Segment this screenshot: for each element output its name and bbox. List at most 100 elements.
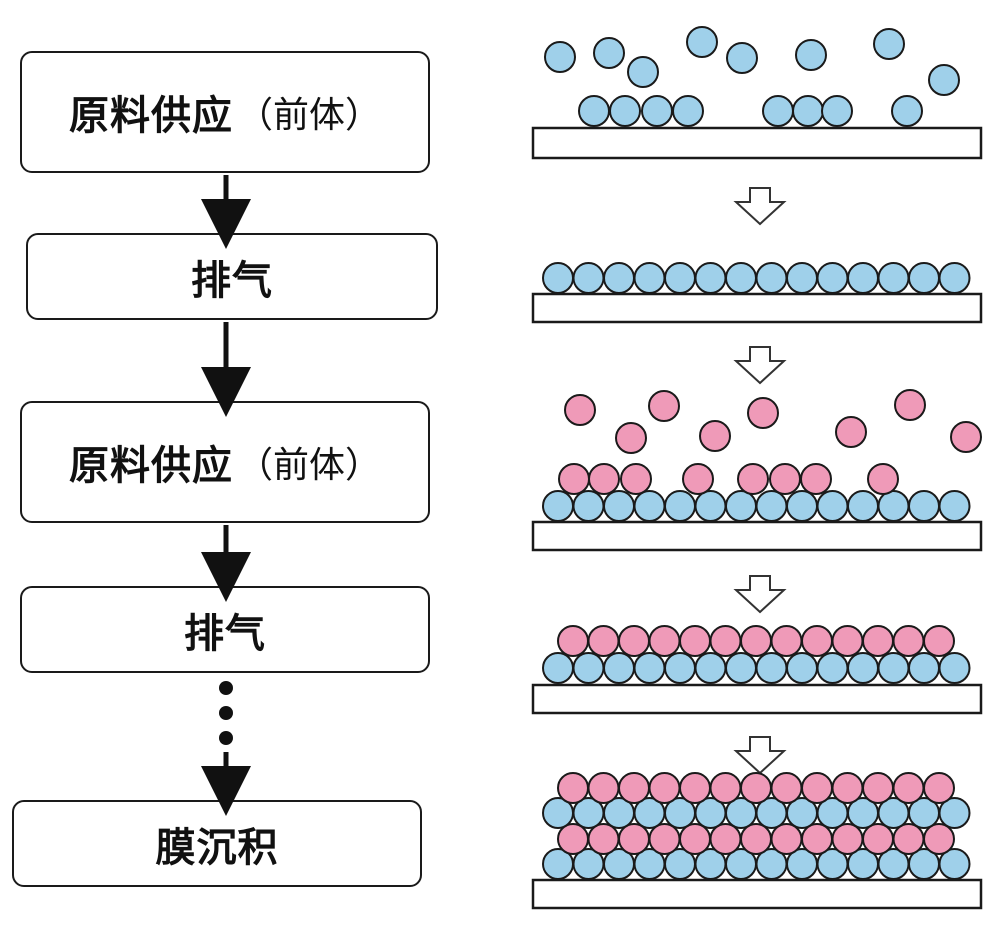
precursor-a-molecule <box>633 490 666 522</box>
precursor-b-molecule <box>679 772 711 804</box>
precursor-b-molecule <box>770 772 803 804</box>
precursor-b-molecule <box>618 625 650 657</box>
panel-transition-arrows <box>733 187 787 775</box>
precursor-b-molecule <box>770 823 803 855</box>
precursor-a-molecule <box>755 652 788 684</box>
precursor-a-molecule <box>725 490 757 522</box>
precursor-a-molecule <box>792 95 824 127</box>
step-4-label: 排气 <box>184 610 266 657</box>
precursor-b-molecule <box>801 823 833 855</box>
precursor-b-molecule <box>648 390 680 422</box>
substrate <box>531 292 983 324</box>
precursor-b-molecule <box>923 823 955 855</box>
precursor-b-molecule <box>831 772 864 804</box>
precursor-b-molecule <box>747 397 779 429</box>
precursor-a-molecule <box>755 262 788 294</box>
substrate <box>531 683 983 715</box>
precursor-a-molecule <box>938 490 971 522</box>
precursor-a-molecule <box>873 28 905 60</box>
precursor-b-molecule <box>737 463 769 495</box>
precursor-a-molecule <box>938 262 971 294</box>
precursor-a-molecule <box>786 652 818 684</box>
precursor-a-molecule <box>694 490 727 522</box>
precursor-b-molecule <box>740 625 772 657</box>
precursor-a-molecule <box>694 262 727 294</box>
precursor-a-molecule <box>847 652 879 684</box>
precursor-b-molecule <box>867 463 899 495</box>
precursor-a-molecule <box>847 490 879 522</box>
precursor-b-molecule <box>648 823 681 855</box>
precursor-b-molecule <box>835 416 867 448</box>
precursor-a-molecule <box>603 652 635 684</box>
precursor-b-molecule <box>618 772 650 804</box>
precursor-b-molecule <box>648 625 681 657</box>
precursor-b-molecule <box>894 389 926 421</box>
precursor-a-molecule <box>877 262 910 294</box>
precursor-b-molecule <box>892 772 925 804</box>
hollow-down-arrow-icon <box>733 575 787 614</box>
precursor-a-molecule <box>786 490 818 522</box>
precursor-a-molecule <box>725 652 757 684</box>
precursor-a-molecule <box>725 262 757 294</box>
precursor-b-molecule <box>587 823 620 855</box>
precursor-b-molecule <box>709 772 742 804</box>
precursor-b-molecule <box>709 625 742 657</box>
substrate <box>531 520 983 552</box>
precursor-b-molecule <box>558 463 590 495</box>
precursor-b-molecule <box>709 823 742 855</box>
ellipsis-dots-icon <box>219 681 233 745</box>
precursor-a-molecule <box>816 652 849 684</box>
precursor-a-molecule <box>672 95 704 127</box>
precursor-a-molecule <box>578 95 610 127</box>
precursor-b-molecule <box>923 772 955 804</box>
precursor-a-molecule <box>938 797 971 829</box>
step-3-label: 原料供应 <box>68 443 233 489</box>
precursor-b-molecule <box>862 772 894 804</box>
precursor-b-molecule <box>801 625 833 657</box>
precursor-b-molecule <box>740 823 772 855</box>
precursor-a-molecule <box>593 37 625 69</box>
precursor-b-molecule <box>587 772 620 804</box>
precursor-a-molecule <box>641 95 673 127</box>
precursor-b-molecule <box>679 823 711 855</box>
precursor-a-molecule <box>664 652 696 684</box>
precursor-b-molecule <box>588 463 620 495</box>
step-3-sublabel: （前体） <box>236 445 381 486</box>
precursor-b-molecule <box>923 625 955 657</box>
precursor-b-molecule <box>679 625 711 657</box>
precursor-a-molecule <box>908 262 940 294</box>
precursor-a-molecule <box>627 56 659 88</box>
precursor-a-molecule <box>633 262 666 294</box>
precursor-b-molecule <box>862 823 894 855</box>
precursor-b-molecule <box>770 625 803 657</box>
precursor-a-molecule <box>542 262 574 294</box>
step-1-precursor-supply: 原料供应 （前体） <box>20 51 430 173</box>
precursor-a-molecule <box>694 652 727 684</box>
precursor-b-molecule <box>620 463 652 495</box>
precursor-a-molecule <box>542 652 574 684</box>
precursor-a-molecule <box>908 490 940 522</box>
precursor-a-molecule <box>816 490 849 522</box>
precursor-a-molecule <box>786 262 818 294</box>
precursor-a-molecule <box>877 652 910 684</box>
precursor-b-molecule <box>801 772 833 804</box>
precursor-a-molecule <box>633 652 666 684</box>
substrate <box>531 126 983 160</box>
precursor-a-molecule <box>572 652 605 684</box>
precursor-a-molecule <box>572 490 605 522</box>
precursor-a-molecule <box>603 262 635 294</box>
precursor-b-molecule <box>682 463 714 495</box>
precursor-a-molecule <box>544 41 576 73</box>
precursor-a-molecule <box>938 652 971 684</box>
precursor-a-molecule <box>755 490 788 522</box>
precursor-b-molecule <box>648 772 681 804</box>
substrate <box>531 878 983 910</box>
precursor-a-molecule <box>603 490 635 522</box>
hollow-down-arrow-icon <box>733 346 787 385</box>
precursor-b-molecule <box>557 772 589 804</box>
precursor-a-molecule <box>726 42 758 74</box>
step-1-label: 原料供应 <box>68 93 233 139</box>
precursor-a-molecule <box>664 490 696 522</box>
precursor-b-molecule <box>862 625 894 657</box>
